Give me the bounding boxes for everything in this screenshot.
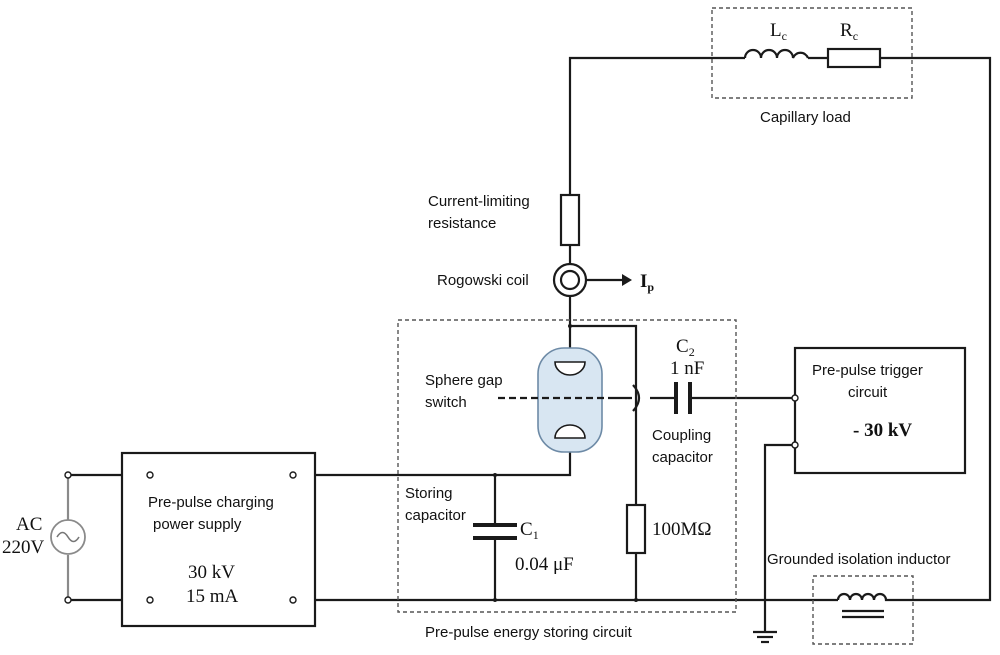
coupling-capacitor: C2 1 nF Coupling capacitor	[652, 336, 713, 466]
trigger-circuit-box	[793, 346, 967, 475]
pre-pulse-trigger-circuit: Pre-pulse trigger circuit - 30 kV	[791, 346, 967, 475]
sphere-gap-label-line1: Sphere gap	[425, 372, 503, 389]
trigger-terminal-top-icon	[791, 394, 799, 402]
c1-value: 0.04 μF	[515, 554, 574, 575]
c1-label: C1	[520, 519, 539, 542]
rogowski-output-label: Ip	[640, 271, 654, 294]
grounded-isolation-inductor: Grounded isolation inductor	[767, 551, 950, 645]
grounded-inductor-box	[812, 575, 914, 645]
ac-source-wave-icon	[56, 531, 80, 543]
coupling-capacitor-label-line2: capacitor	[652, 449, 713, 466]
storing-capacitor-label-line1: Storing	[405, 485, 453, 502]
trigger-circuit-voltage: - 30 kV	[853, 420, 912, 441]
resistor-rc-icon	[826, 47, 882, 69]
junction-c1-bottom	[493, 598, 497, 602]
resistor-100m-icon	[625, 503, 647, 555]
c2-label: C2	[676, 336, 695, 359]
storing-capacitor-label-line2: capacitor	[405, 507, 466, 524]
rogowski-coil-outer-icon	[552, 262, 588, 298]
sphere-top-electrode-icon	[554, 361, 586, 376]
pre-pulse-charging-power-supply: Pre-pulse charging power supply 30 kV 15…	[120, 451, 317, 628]
current-limiting-resistance: Current-limiting resistance	[428, 193, 581, 247]
junction-c1-top	[493, 473, 497, 477]
grounded-inductor-label: Grounded isolation inductor	[767, 551, 950, 568]
current-limiting-resistor-icon	[559, 193, 581, 247]
current-limiting-label-line1: Current-limiting	[428, 193, 530, 210]
capillary-load-label: Capillary load	[760, 109, 851, 126]
junction-dots	[493, 324, 638, 602]
junction-100m-bottom	[634, 598, 638, 602]
sphere-gap-switch: Sphere gap switch	[425, 347, 641, 453]
sphere-bottom-electrode-icon	[554, 424, 586, 439]
wiring	[66, 56, 992, 632]
charging-terminal-in-top-icon	[146, 471, 154, 479]
resistor-rc-label: Rc	[840, 20, 858, 43]
energy-storing-circuit-box	[397, 319, 737, 613]
inductor-lc-label: Lc	[770, 20, 787, 43]
capillary-load-box	[711, 7, 913, 99]
grounded-inductor-core-icon	[842, 609, 884, 619]
grounded-inductor-coil-icon	[836, 592, 913, 602]
trigger-terminal-bottom-icon	[791, 441, 799, 449]
charging-supply-box	[120, 451, 317, 628]
resistor-100m-value: 100MΩ	[652, 519, 712, 540]
resistor-100m: 100MΩ	[625, 503, 712, 555]
wire-left-riser	[568, 56, 745, 195]
ac-source-label-line2: 220V	[2, 537, 45, 558]
ac-source-label-line1: AC	[16, 514, 42, 535]
storing-capacitor: Storing capacitor C1 0.04 μF	[405, 485, 574, 575]
rogowski-coil-label: Rogowski coil	[437, 272, 529, 289]
ground-icon	[753, 630, 777, 644]
rogowski-output-arrowhead-icon	[622, 274, 632, 286]
rogowski-coil: Rogowski coil Ip	[437, 262, 654, 298]
charging-terminal-in-bottom-icon	[146, 596, 154, 604]
charging-terminal-out-bottom-icon	[289, 596, 297, 604]
wire-gap-bottom	[315, 452, 572, 477]
trigger-circuit-label-line1: Pre-pulse trigger	[812, 362, 923, 379]
sphere-gap-body-icon	[537, 347, 603, 453]
ac-terminal-bottom-icon	[64, 596, 72, 604]
charging-terminal-out-top-icon	[289, 471, 297, 479]
current-limiting-label-line2: resistance	[428, 215, 496, 232]
wire-trigger-ground	[763, 443, 795, 632]
energy-storing-circuit-label: Pre-pulse energy storing circuit	[425, 624, 633, 641]
ac-terminal-top-icon	[64, 471, 72, 479]
charging-supply-current: 15 mA	[186, 586, 239, 607]
c2-value: 1 nF	[670, 358, 704, 379]
sphere-gap-label-line2: switch	[425, 394, 467, 411]
wire-load-return	[880, 56, 992, 602]
ac-source: AC 220V	[2, 471, 86, 604]
wire-gap-top-branch	[570, 324, 638, 505]
junction-gap-top	[568, 324, 572, 328]
charging-supply-voltage: 30 kV	[188, 562, 235, 583]
inductor-lc-icon	[743, 48, 810, 59]
trigger-electrode-icon	[612, 384, 641, 412]
charging-supply-label-line1: Pre-pulse charging	[148, 494, 274, 511]
charging-supply-label-line2: power supply	[153, 516, 242, 533]
capillary-load: Lc Rc Capillary load	[711, 7, 913, 126]
rogowski-coil-inner-icon	[559, 269, 581, 291]
trigger-circuit-label-line2: circuit	[848, 384, 888, 401]
coupling-capacitor-label-line1: Coupling	[652, 427, 711, 444]
